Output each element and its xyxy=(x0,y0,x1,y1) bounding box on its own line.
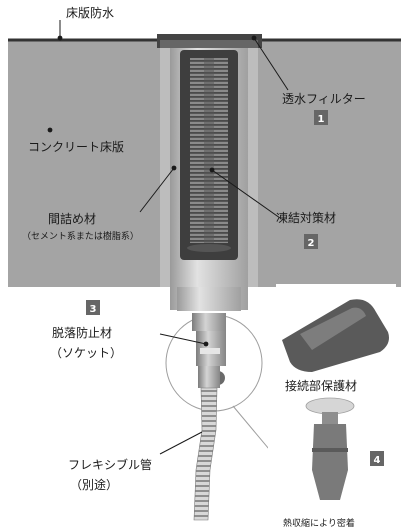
heatshrink-neck xyxy=(322,412,338,424)
flexible-pipe xyxy=(193,387,218,521)
leader-antifreeze xyxy=(211,169,281,219)
badge-4: 4 xyxy=(370,451,384,466)
leader-gap-filler xyxy=(139,167,175,213)
heatshrink-body xyxy=(312,424,348,500)
label-gap-filler-note: （セメント系または樹脂系） xyxy=(22,230,139,242)
lower-pipe xyxy=(177,287,241,311)
label-antifreeze: 凍結対策材 xyxy=(276,211,336,225)
label-floor-waterproofing: 床版防水 xyxy=(66,5,114,20)
label-concrete-slab: コンクリート床版 xyxy=(28,140,124,154)
heatshrink-cap xyxy=(305,397,355,415)
label-anti-detach: 脱落防止材 xyxy=(52,325,112,340)
label-socket: （ソケット） xyxy=(50,346,122,360)
joint-protector-highlight xyxy=(300,307,366,350)
badge-2-text: 2 xyxy=(308,238,315,249)
dot-gap-filler xyxy=(171,165,177,171)
badge-2: 2 xyxy=(304,234,318,249)
badge-1-bg xyxy=(314,110,328,125)
spring-bottom xyxy=(187,244,231,252)
dot-waterproofing xyxy=(57,35,63,41)
label-joint-protector: 接続部保護材 xyxy=(285,378,357,393)
label-flexible-pipe: フレキシブル管 xyxy=(68,457,152,472)
socket-label xyxy=(200,348,220,354)
dot-concrete xyxy=(47,127,53,133)
badge-4-text: 4 xyxy=(374,455,381,466)
socket-nut xyxy=(192,313,226,331)
heatshrink-band xyxy=(312,448,348,452)
leader-lines xyxy=(59,20,289,455)
leader-flex xyxy=(159,431,203,455)
leader-filter xyxy=(253,37,289,91)
label-gap-filler: 間詰め材 xyxy=(48,211,96,226)
badge-3: 3 xyxy=(86,300,100,315)
socket-lower xyxy=(198,366,220,388)
dot-filter xyxy=(251,35,257,41)
badge-1-text: 1 xyxy=(318,114,325,125)
dot-antifreeze xyxy=(209,167,215,173)
badge-2-bg xyxy=(304,234,318,249)
label-heat-shrink: 熱収縮により密着 xyxy=(283,517,355,529)
badge-3-bg xyxy=(86,300,100,315)
dot-socket xyxy=(203,341,209,347)
badge-4-bg xyxy=(370,451,384,466)
leader-socket xyxy=(159,333,207,345)
label-separate: （別途） xyxy=(70,477,118,492)
label-permeable-filter: 透水フィルター xyxy=(282,92,366,106)
badge-3-text: 3 xyxy=(90,304,97,315)
spring-core xyxy=(204,58,214,243)
leader-dots xyxy=(47,35,257,347)
badge-1: 1 xyxy=(314,110,328,125)
